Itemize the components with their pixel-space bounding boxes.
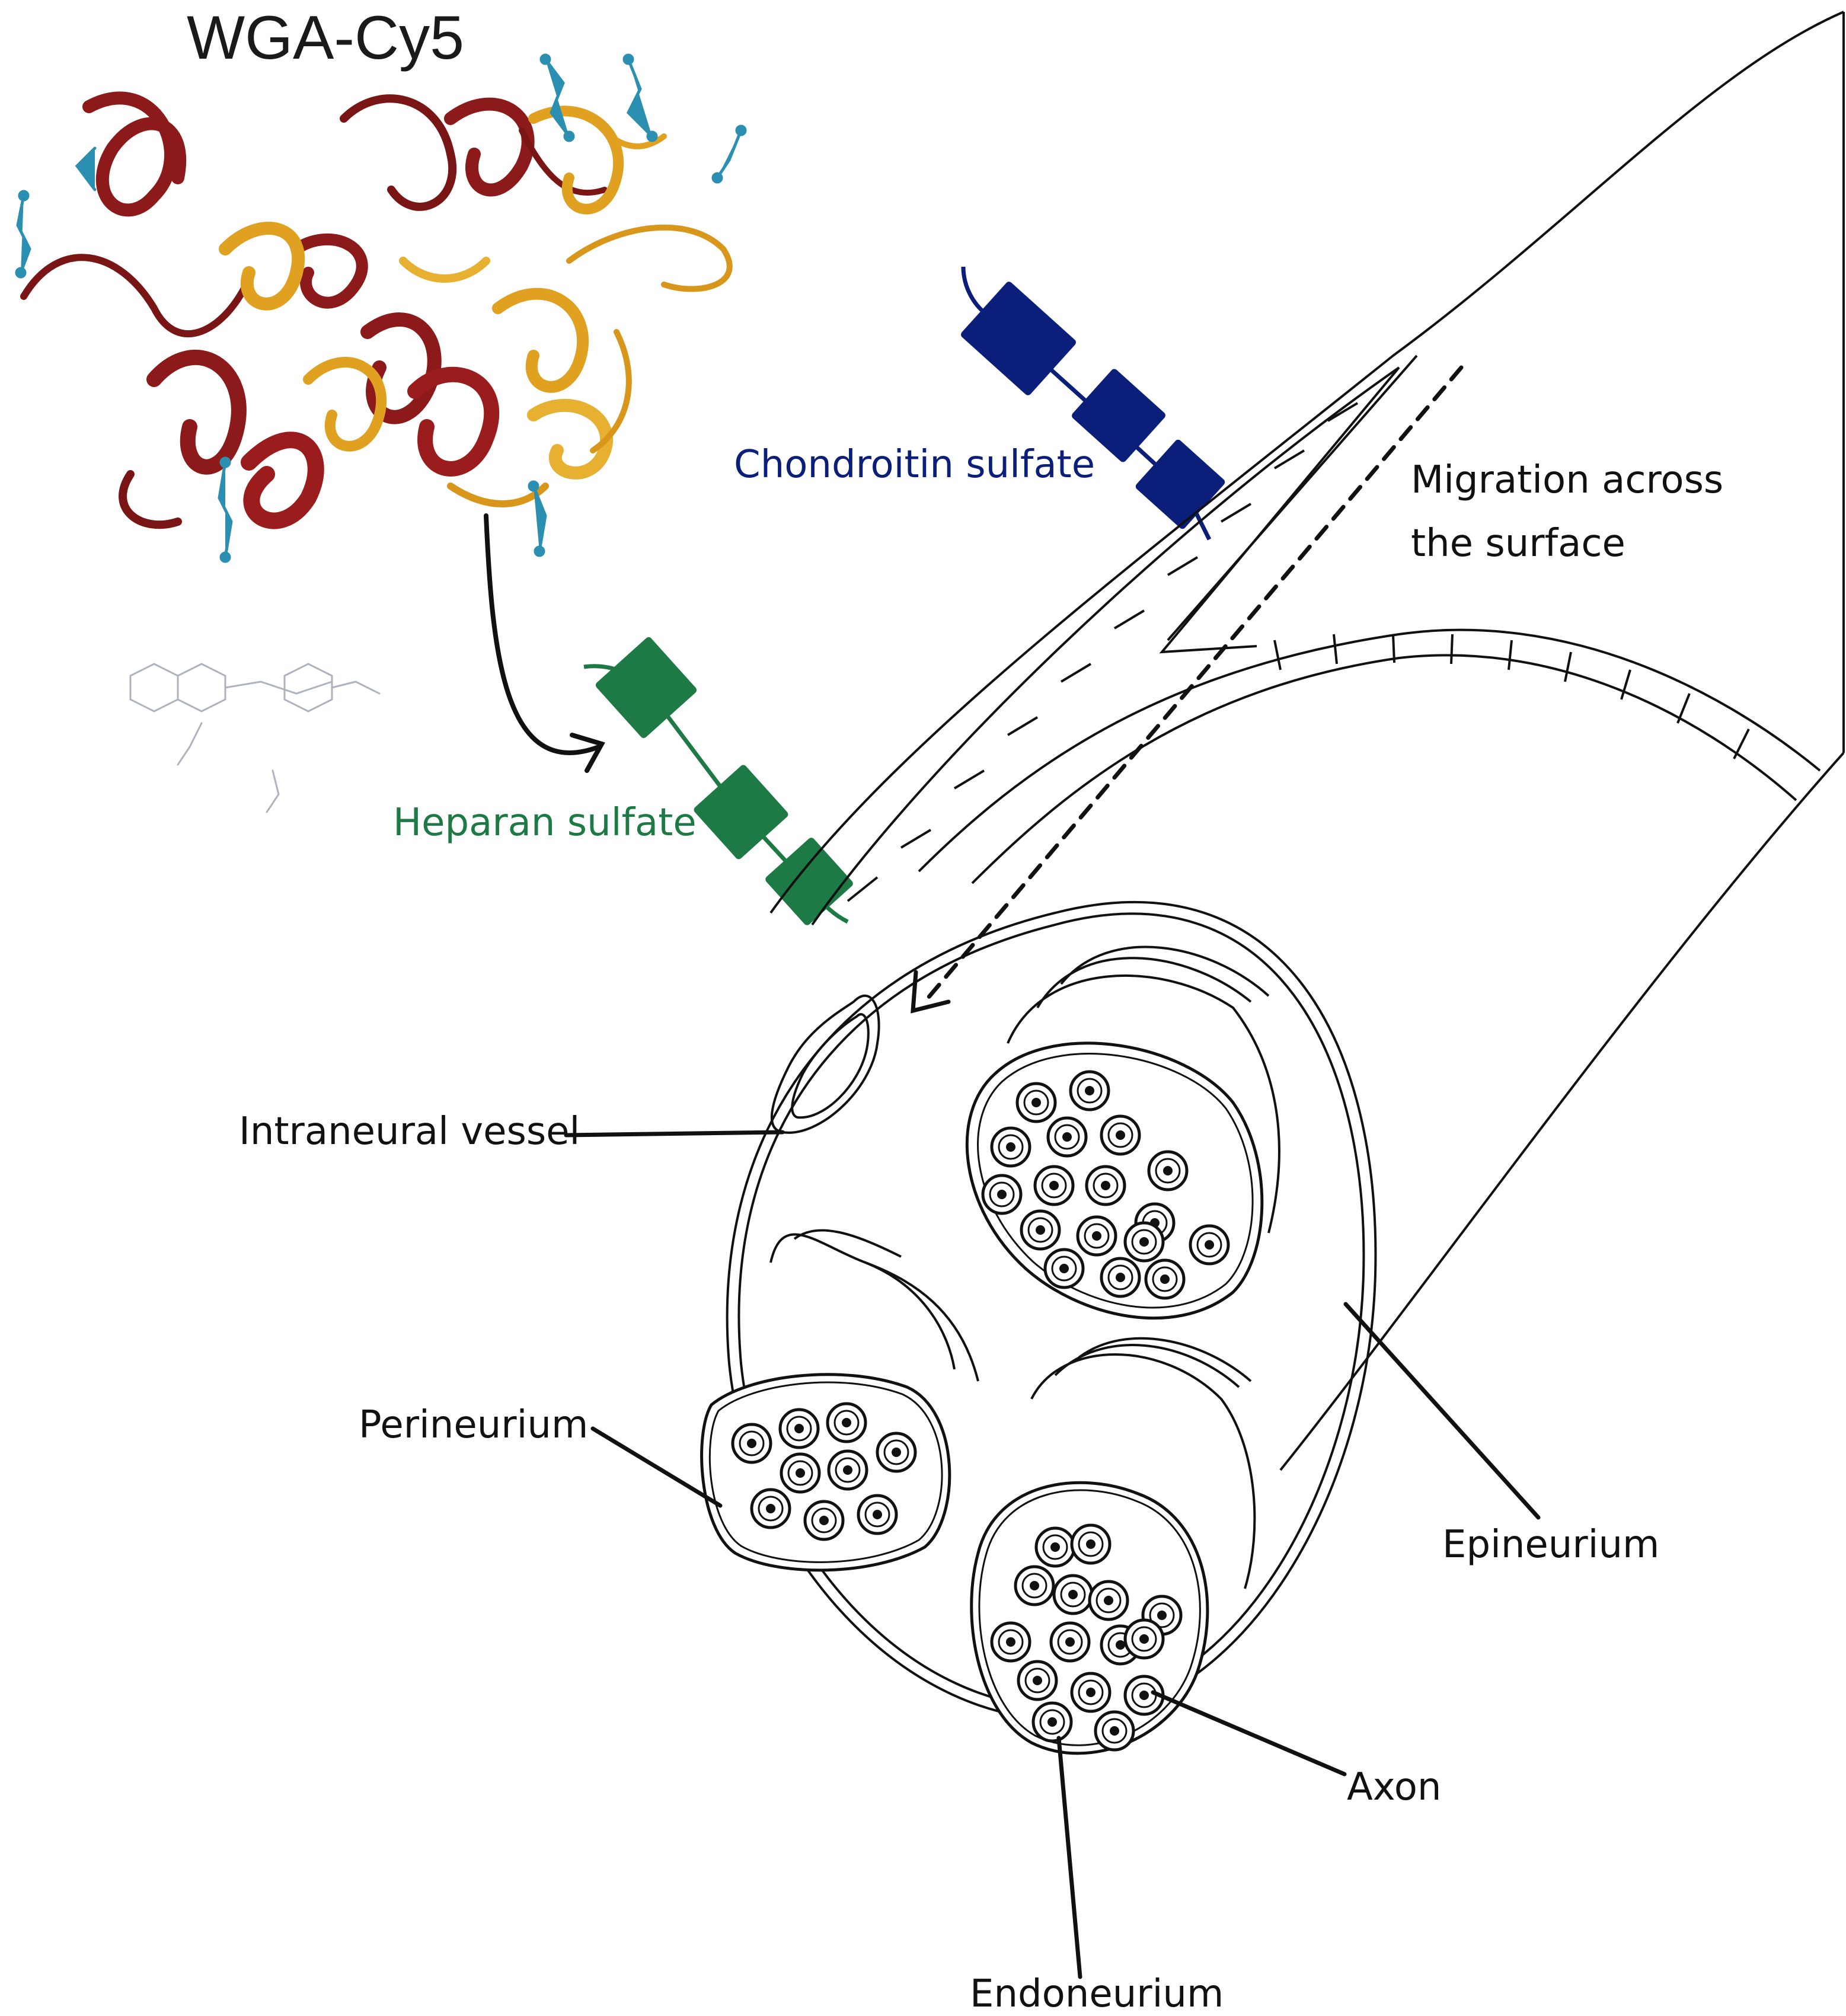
axon-icon	[803, 1500, 845, 1541]
leader-lines	[564, 1130, 1541, 1979]
axon-icon	[1034, 1526, 1076, 1568]
wga-protein-ribbon-icon	[15, 53, 747, 813]
migration-dashed-arrow-icon	[911, 365, 1464, 1014]
migration-label-line2: the surface	[1411, 522, 1625, 565]
axon-layer	[731, 1070, 1230, 1752]
axon-icon	[876, 1432, 917, 1473]
axon-icon	[1085, 1165, 1126, 1206]
chondroitin-sulfate-chain-icon	[961, 266, 1225, 541]
intraneural-vessel	[770, 994, 880, 1134]
axon-icon	[778, 1408, 820, 1449]
axon-icon	[1015, 1082, 1057, 1123]
axon-icon	[990, 1126, 1031, 1168]
axon-icon	[1088, 1580, 1129, 1621]
axon-icon	[1014, 1565, 1055, 1606]
axon-icon	[826, 1402, 867, 1443]
endoneurium-label: Endoneurium	[970, 1972, 1224, 2016]
axon-icon	[857, 1494, 898, 1535]
vessel-leader	[564, 1130, 785, 1138]
axon-icon	[1070, 1672, 1112, 1713]
axon-icon	[780, 1452, 821, 1494]
axon-icon	[1017, 1660, 1058, 1701]
axon-icon	[1100, 1114, 1141, 1156]
diagram-title: WGA-Cy5	[187, 4, 464, 72]
migration-label-line1: Migration across	[1411, 458, 1724, 502]
axon-icon	[1043, 1248, 1085, 1289]
heparan-sulfate-chain-icon	[583, 637, 853, 925]
axon-icon	[990, 1621, 1031, 1663]
axon-icon	[1033, 1165, 1075, 1206]
axon-icon	[731, 1423, 772, 1464]
axon-icon	[1031, 1701, 1073, 1743]
chondroitin-sulfate-label: Chondroitin sulfate	[734, 443, 1096, 487]
axon-leader	[1151, 1690, 1347, 1777]
axon-icon	[1100, 1257, 1141, 1298]
axon-icon	[1076, 1215, 1117, 1257]
axon-icon	[1094, 1710, 1135, 1752]
axon-icon	[1069, 1070, 1110, 1111]
binding-arrow-icon	[484, 513, 605, 773]
axon-icon	[1070, 1523, 1112, 1565]
epineurium-label: Epineurium	[1442, 1523, 1660, 1567]
axon-icon	[1123, 1221, 1165, 1263]
axon-icon	[1147, 1150, 1189, 1191]
epineurium-leader	[1343, 1302, 1541, 1520]
axon-icon	[1052, 1574, 1094, 1615]
axon-icon	[1123, 1675, 1165, 1716]
axon-icon	[1189, 1224, 1230, 1266]
nerve-trunk	[769, 11, 1845, 1471]
fascicle-lower	[970, 1337, 1256, 1755]
axon-icon	[1123, 1618, 1165, 1660]
axon-label: Axon	[1347, 1765, 1442, 1809]
perineurium-label: Perineurium	[359, 1403, 589, 1447]
axon-icon	[1144, 1258, 1186, 1300]
intraneural-vessel-label: Intraneural vessel	[239, 1110, 580, 1154]
axon-icon	[1020, 1209, 1061, 1251]
perineurium-leader	[590, 1426, 723, 1508]
axon-icon	[1049, 1621, 1091, 1663]
axon-icon	[1046, 1116, 1088, 1158]
axon-icon	[750, 1488, 791, 1529]
heparan-sulfate-label: Heparan sulfate	[393, 801, 697, 845]
axon-icon	[981, 1174, 1023, 1215]
axon-icon	[827, 1449, 868, 1491]
endoneurium-leader	[1056, 1736, 1082, 1979]
